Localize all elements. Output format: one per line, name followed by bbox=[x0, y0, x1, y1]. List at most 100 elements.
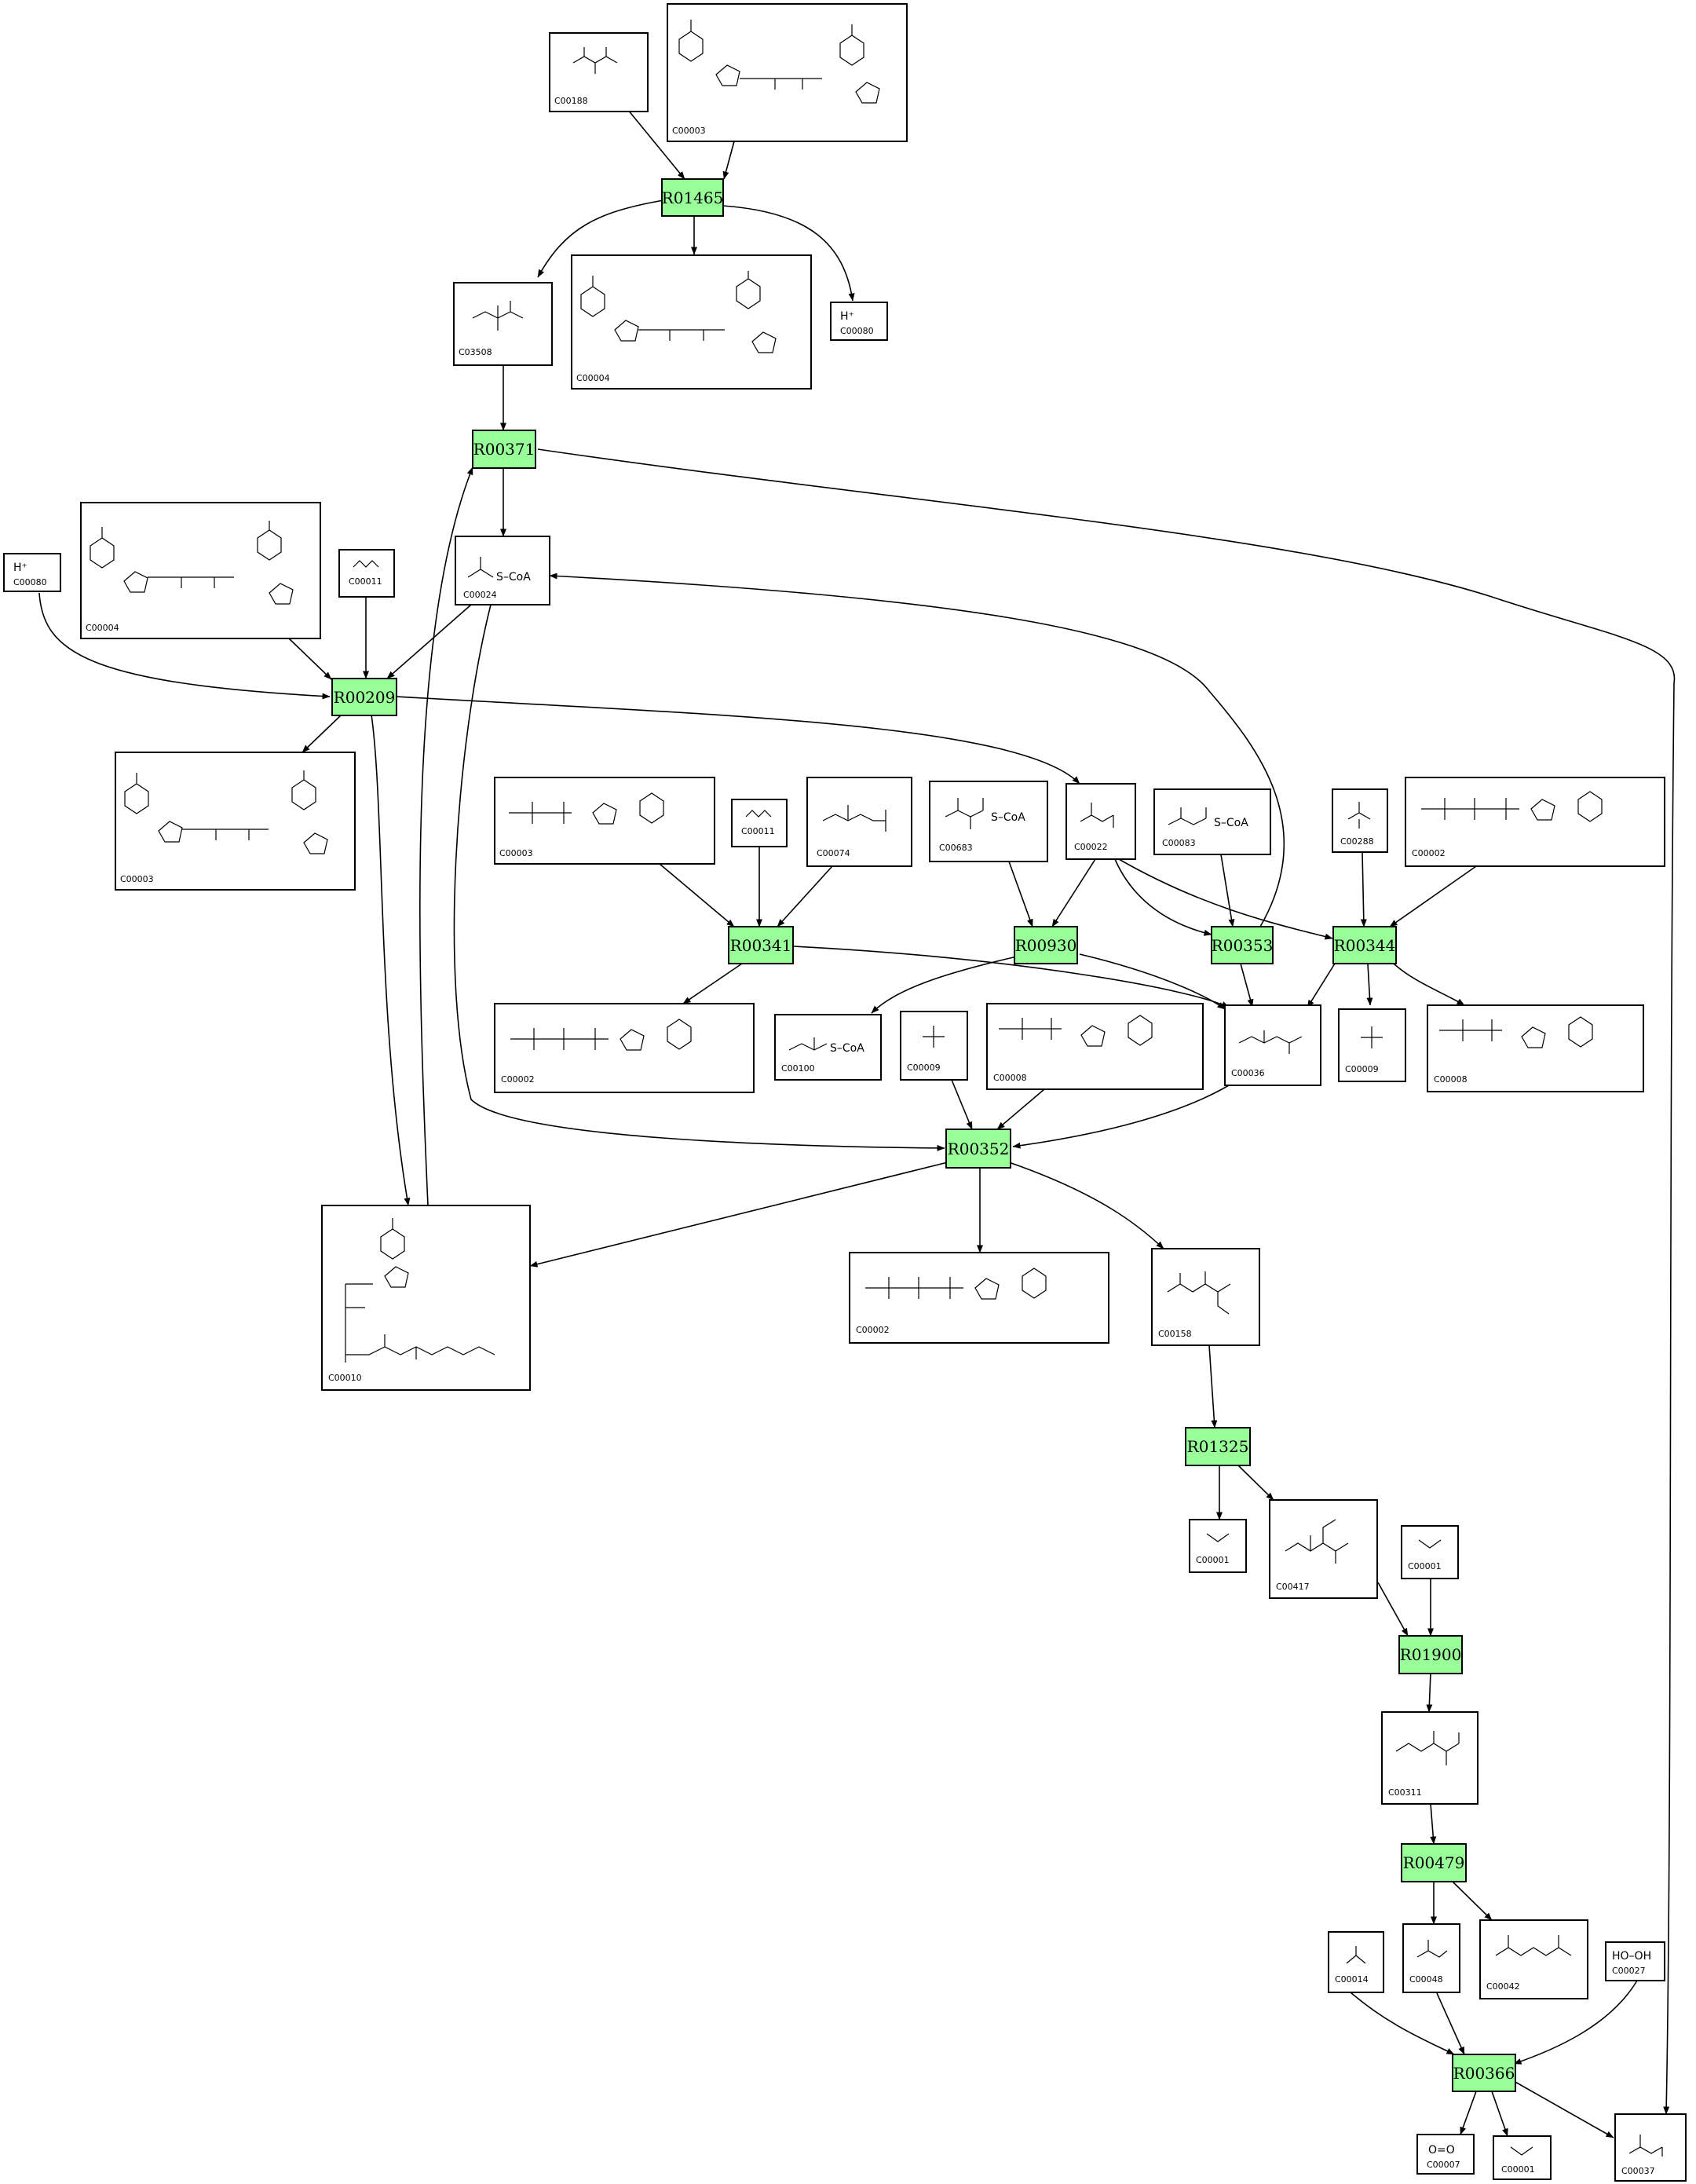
structure-icon bbox=[90, 521, 294, 605]
compound-node-c00417[interactable]: C00417 bbox=[1269, 1499, 1378, 1599]
compound-node-c00001[interactable]: C00001 bbox=[1493, 2135, 1552, 2180]
compound-id: C00003 bbox=[499, 848, 533, 858]
edge bbox=[1460, 2091, 1477, 2135]
compounds: C00188 C00003 C03508 C00004 H⁺ C00080 bbox=[3, 3, 1687, 2182]
compound-id: C00037 bbox=[1621, 2166, 1655, 2176]
compound-node-c03508[interactable]: C03508 bbox=[453, 282, 553, 366]
reaction-node-r01325[interactable]: R01325 bbox=[1185, 1427, 1251, 1466]
compound-node-c00002[interactable]: C00002 bbox=[849, 1252, 1109, 1344]
compound-formula: S–CoA bbox=[830, 1042, 864, 1055]
structure-icon bbox=[1347, 802, 1371, 829]
reaction-node-r00930[interactable]: R00930 bbox=[1014, 926, 1078, 964]
compound-node-c00011[interactable]: C00011 bbox=[338, 549, 395, 598]
compound-node-c00024[interactable]: S–CoA C00024 bbox=[455, 536, 550, 605]
compound-formula: S–CoA bbox=[991, 811, 1025, 824]
compound-box bbox=[774, 1014, 882, 1081]
structure-icon bbox=[788, 1037, 828, 1051]
compound-formula: O=O bbox=[1428, 2144, 1455, 2157]
reaction-node-r01465[interactable]: R01465 bbox=[661, 178, 724, 217]
reaction-node-r00341[interactable]: R00341 bbox=[728, 926, 794, 964]
compound-node-c00007[interactable]: O=O C00007 bbox=[1416, 2134, 1475, 2175]
compound-node-c00008[interactable]: C00003 bbox=[494, 777, 715, 865]
compound-id: C00011 bbox=[741, 826, 775, 836]
edge bbox=[419, 466, 473, 1206]
compound-node-c00080[interactable]: H⁺ C00080 bbox=[3, 553, 61, 592]
edge bbox=[1366, 963, 1373, 1006]
edge bbox=[1008, 1162, 1164, 1249]
compound-id: C00083 bbox=[1162, 838, 1196, 848]
compound-id: C00158 bbox=[1158, 1329, 1192, 1339]
compound-node-c00011[interactable]: C00011 bbox=[731, 799, 788, 847]
edge bbox=[659, 863, 735, 927]
structure-icon bbox=[745, 810, 772, 818]
reaction-node-r00344[interactable]: R00344 bbox=[1332, 926, 1397, 964]
compound-node-c00009[interactable]: C00009 bbox=[1338, 1008, 1406, 1082]
compound-id: C00010 bbox=[328, 1373, 362, 1383]
compound-node-c00022[interactable]: C00022 bbox=[1065, 783, 1136, 860]
reaction-node-r00366[interactable]: R00366 bbox=[1452, 2054, 1516, 2092]
compound-node-c00100[interactable]: S–CoA C00100 bbox=[774, 1014, 882, 1081]
compound-node-c00014[interactable]: C00014 bbox=[1328, 1931, 1384, 1993]
compound-node-c00001[interactable]: C00001 bbox=[1189, 1519, 1247, 1573]
compound-box bbox=[1401, 1525, 1459, 1579]
compound-node-c00074[interactable]: C00074 bbox=[806, 777, 912, 867]
edge bbox=[722, 205, 855, 302]
edge bbox=[453, 604, 945, 1151]
compound-box bbox=[1402, 1923, 1460, 1993]
compound-formula: HO–OH bbox=[1612, 1950, 1651, 1963]
compound-id: C00027 bbox=[1612, 1966, 1646, 1976]
compound-node-c00008[interactable]: C00008 bbox=[1427, 1004, 1644, 1092]
edge bbox=[1012, 1085, 1230, 1149]
reaction-node-r00479[interactable]: R00479 bbox=[1401, 1843, 1467, 1882]
compound-node-c00009[interactable]: C00009 bbox=[900, 1011, 968, 1081]
compound-box bbox=[494, 777, 715, 865]
compound-node-c00003[interactable]: C00003 bbox=[115, 752, 356, 891]
compound-formula: H⁺ bbox=[840, 310, 854, 323]
edge bbox=[38, 592, 331, 700]
compound-node-c00004[interactable]: C00004 bbox=[80, 502, 321, 639]
compound-box bbox=[849, 1252, 1109, 1344]
compound-id: C00003 bbox=[120, 874, 154, 884]
reaction-node-r01900[interactable]: R01900 bbox=[1398, 1635, 1463, 1674]
reaction-node-r00371[interactable]: R00371 bbox=[472, 430, 536, 469]
compound-box bbox=[1427, 1004, 1644, 1092]
compound-node-c00042[interactable]: C00042 bbox=[1479, 1919, 1588, 1999]
structure-icon bbox=[923, 1026, 945, 1048]
compound-box bbox=[731, 799, 788, 847]
compound-box bbox=[321, 1205, 531, 1391]
compound-node-c00037[interactable]: C00037 bbox=[1614, 2113, 1687, 2182]
compound-node-c00004[interactable]: C00004 bbox=[571, 254, 812, 390]
compound-node-c00001[interactable]: C00001 bbox=[1401, 1525, 1459, 1579]
compound-box bbox=[1605, 1941, 1665, 1981]
reaction-node-r00209[interactable]: R00209 bbox=[331, 678, 397, 716]
reaction-node-r00352[interactable]: R00352 bbox=[945, 1129, 1011, 1169]
compound-id: C00080 bbox=[840, 326, 874, 336]
compound-node-c00083[interactable]: S–CoA C00083 bbox=[1153, 788, 1271, 855]
structure-icon bbox=[1206, 1533, 1230, 1542]
edge bbox=[1079, 953, 1226, 1010]
compound-node-c00048[interactable]: C00048 bbox=[1402, 1923, 1460, 1993]
compound-node-c00036[interactable]: C00036 bbox=[1224, 1004, 1321, 1086]
compound-id: C00009 bbox=[1345, 1064, 1379, 1074]
compound-node-c00311[interactable]: C00311 bbox=[1381, 1711, 1479, 1805]
compound-box bbox=[1151, 1248, 1260, 1346]
compound-node-c00683[interactable]: S–CoA C00683 bbox=[929, 781, 1048, 862]
compound-id: C00007 bbox=[1427, 2160, 1460, 2170]
reaction-node-r00353[interactable]: R00353 bbox=[1211, 926, 1274, 964]
structure-icon bbox=[1395, 1731, 1460, 1765]
compound-box bbox=[1479, 1919, 1588, 1999]
compound-node-c00288[interactable]: C00288 bbox=[1332, 788, 1388, 853]
edge bbox=[1491, 2091, 1508, 2137]
compound-node-c00158[interactable]: C00158 bbox=[1151, 1248, 1260, 1346]
compound-node-c00002[interactable]: C00002 bbox=[1405, 777, 1665, 867]
structure-icon bbox=[1495, 1935, 1572, 1956]
compound-node-c00010[interactable]: C00010 bbox=[321, 1205, 531, 1391]
compound-node-c00003[interactable]: C00003 bbox=[667, 3, 908, 142]
compound-node-c00080[interactable]: H⁺ C00080 bbox=[830, 302, 888, 341]
compound-node-c00027[interactable]: HO–OH C00027 bbox=[1605, 1941, 1665, 1981]
structure-icon bbox=[865, 1268, 1047, 1300]
compound-node-c00008[interactable]: C00008 bbox=[986, 1003, 1204, 1090]
compound-node-c00188[interactable]: C00188 bbox=[549, 32, 649, 112]
compound-node-c00002[interactable]: C00002 bbox=[494, 1003, 755, 1093]
compound-id: C03508 bbox=[459, 347, 492, 357]
